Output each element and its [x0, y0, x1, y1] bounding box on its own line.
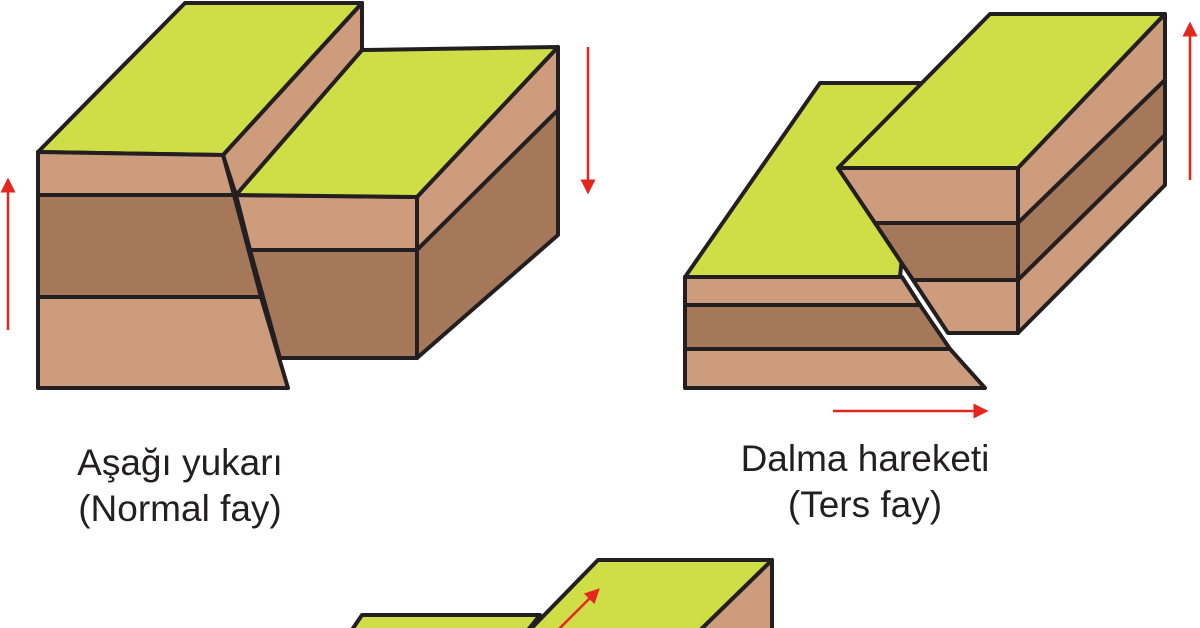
right-block-front-bottom-layer	[911, 278, 1020, 335]
reverse-fault-subtitle: (Ters fay)	[787, 484, 943, 525]
reverse-fault-block	[683, 12, 1167, 390]
normal-fault-caption: Aşağı yukarı (Normal fay)	[0, 440, 380, 532]
normal-fault-block	[36, 1, 560, 390]
left-block-top-layer	[36, 150, 236, 197]
wedge-middle-layer	[683, 303, 952, 351]
right-block-front-upper-layer	[234, 193, 419, 252]
normal-fault-subtitle: (Normal fay)	[78, 488, 282, 529]
left-block-surface	[350, 613, 542, 628]
wedge-bottom-layer	[683, 347, 987, 390]
wedge-top-layer	[683, 275, 922, 307]
reverse-fault-title: Dalma hareketi	[740, 438, 990, 479]
right-block-surface	[528, 558, 774, 628]
reverse-fault-caption: Dalma hareketi (Ters fay)	[665, 436, 1065, 528]
diagonal-arrow	[558, 588, 600, 628]
left-block-middle-layer	[36, 193, 263, 299]
strike-slip-fault-block	[350, 558, 774, 628]
normal-fault-title: Aşağı yukarı	[77, 442, 283, 483]
left-block-bottom-layer	[36, 295, 290, 390]
